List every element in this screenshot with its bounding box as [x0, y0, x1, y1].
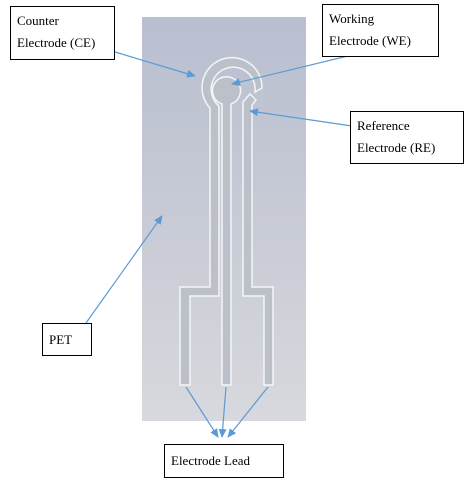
working-electrode-label: Working Electrode (WE)	[322, 4, 439, 57]
reference-electrode-label-line1: Reference	[357, 118, 410, 133]
electrode-lead-label-text: Electrode Lead	[171, 453, 251, 468]
pet-label-text: PET	[49, 332, 73, 347]
arrow-lead-1	[185, 386, 219, 438]
pet-label: PET	[42, 323, 92, 356]
counter-electrode-label: Counter Electrode (CE)	[10, 6, 115, 60]
working-electrode-label-line1: Working	[329, 11, 375, 26]
counter-electrode-label-line1: Counter	[17, 13, 59, 28]
reference-electrode-label-line2: Electrode (RE)	[357, 140, 436, 155]
working-electrode-label-line2: Electrode (WE)	[329, 33, 411, 48]
electrode-lead-label: Electrode Lead	[164, 444, 284, 478]
reference-electrode-label: Reference Electrode (RE)	[350, 111, 464, 164]
arrow-ce	[114, 51, 196, 78]
arrow-lead-2	[218, 386, 227, 438]
arrow-we	[231, 54, 353, 87]
reference-electrode-trace	[242, 92, 274, 386]
counter-electrode-trace	[179, 56, 263, 386]
counter-electrode-label-line2: Electrode (CE)	[17, 35, 96, 50]
arrow-pet	[85, 215, 163, 324]
pointer-arrows	[85, 51, 353, 438]
working-electrode-trace	[211, 75, 242, 386]
arrow-re	[249, 108, 353, 127]
arrow-lead-3	[227, 386, 269, 438]
